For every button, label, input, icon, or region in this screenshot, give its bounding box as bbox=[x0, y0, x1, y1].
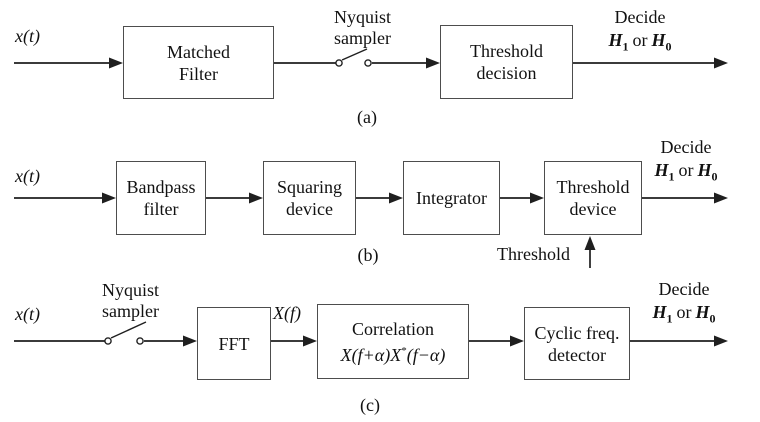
threshold-device-block: Threshold device bbox=[544, 161, 642, 235]
bandpass-filter-label-line2: filter bbox=[143, 199, 179, 219]
squaring-device-label-line1: Squaring bbox=[277, 177, 342, 197]
caption-b: (b) bbox=[357, 245, 379, 265]
a-h1-symbol: H bbox=[608, 30, 623, 50]
a-sampler-switch-contact-left bbox=[335, 59, 343, 67]
c-h1-subscript: 1 bbox=[666, 311, 673, 326]
correlation-formula-conjugate: * bbox=[401, 344, 407, 357]
threshold-device-label-line2: device bbox=[569, 199, 617, 219]
c-output-arrowhead bbox=[714, 335, 728, 347]
c-or-text: or bbox=[676, 302, 692, 322]
a-h1-subscript: 1 bbox=[622, 39, 629, 54]
c-sampler-switch-lever bbox=[110, 321, 147, 339]
c-h0-symbol: H bbox=[695, 302, 710, 322]
b-threshold-input-arrowhead bbox=[584, 236, 596, 250]
fft-block: FFT bbox=[197, 307, 271, 380]
a-sampler-switch-lever bbox=[341, 48, 368, 61]
threshold-decision-label-line2: decision bbox=[476, 63, 537, 83]
a-nyquist-sampler-label: Nyquist sampler bbox=[305, 7, 420, 49]
cyclic-freq-detector-block: Cyclic freq. detector bbox=[524, 307, 630, 380]
correlation-formula: X(f+α)X*(f−α) bbox=[341, 340, 446, 366]
b-input-signal-label: x(t) bbox=[15, 166, 40, 186]
a-decision-arrowhead bbox=[426, 57, 440, 69]
a-input-signal-label: x(t) bbox=[15, 26, 40, 46]
c-correlation-arrowhead bbox=[303, 335, 317, 347]
c-input-signal-label: x(t) bbox=[15, 304, 40, 324]
b-or-text: or bbox=[678, 160, 694, 180]
a-nyquist-sampler-label-line2: sampler bbox=[334, 28, 391, 48]
c-nyquist-sampler-label: Nyquist sampler bbox=[73, 280, 188, 322]
c-decide-word: Decide bbox=[658, 279, 710, 299]
squaring-device-block: Squaring device bbox=[263, 161, 356, 235]
bandpass-filter-block: Bandpass filter bbox=[116, 161, 206, 235]
threshold-decision-block: Threshold decision bbox=[440, 25, 573, 99]
correlation-formula-main: X(f+α)X bbox=[340, 344, 402, 365]
correlation-block: Correlation X(f+α)X*(f−α) bbox=[317, 304, 469, 379]
b-integrator-arrowhead bbox=[389, 192, 403, 204]
c-fft-arrowhead bbox=[183, 335, 197, 347]
a-h0-symbol: H bbox=[651, 30, 666, 50]
fft-label: FFT bbox=[218, 333, 250, 354]
c-cyclic-arrowhead bbox=[510, 335, 524, 347]
c-sampler-switch-contact-left bbox=[104, 337, 112, 345]
c-sampler-switch-contact-right bbox=[136, 337, 144, 345]
a-nyquist-sampler-label-line1: Nyquist bbox=[333, 7, 391, 27]
a-or-text: or bbox=[632, 30, 648, 50]
matched-filter-block: Matched Filter bbox=[123, 26, 274, 99]
integrator-label: Integrator bbox=[416, 188, 487, 208]
cyclic-freq-detector-label-line2: detector bbox=[548, 344, 606, 365]
threshold-decision-label-line1: Threshold bbox=[470, 41, 543, 61]
b-threshold-arrowhead bbox=[530, 192, 544, 204]
c-nyquist-sampler-label-line1: Nyquist bbox=[101, 280, 159, 300]
a-sampler-switch-contact-right bbox=[364, 59, 372, 67]
a-h0-subscript: 0 bbox=[665, 39, 672, 54]
b-threshold-input-label: Threshold bbox=[497, 244, 570, 264]
b-input-arrowhead bbox=[102, 192, 116, 204]
a-decide-word: Decide bbox=[614, 7, 666, 27]
caption-c: (c) bbox=[360, 395, 380, 415]
squaring-device-label-line2: device bbox=[286, 199, 333, 219]
c-nyquist-sampler-label-line2: sampler bbox=[102, 301, 159, 321]
bandpass-filter-label-line1: Bandpass bbox=[126, 177, 196, 197]
a-input-arrowhead bbox=[109, 57, 123, 69]
b-decide-word: Decide bbox=[660, 137, 712, 157]
c-h0-subscript: 0 bbox=[709, 311, 716, 326]
b-h0-symbol: H bbox=[697, 160, 712, 180]
b-squaring-arrowhead bbox=[249, 192, 263, 204]
b-h1-subscript: 1 bbox=[668, 169, 675, 184]
threshold-device-label-line1: Threshold bbox=[556, 177, 630, 197]
c-h1-symbol: H bbox=[652, 302, 667, 322]
caption-a: (a) bbox=[357, 107, 377, 127]
cyclic-freq-detector-label-line1: Cyclic freq. bbox=[534, 322, 620, 343]
b-output-arrowhead bbox=[714, 192, 728, 204]
a-output-arrowhead bbox=[714, 57, 728, 69]
b-h0-subscript: 0 bbox=[711, 169, 718, 184]
matched-filter-label-line2: Filter bbox=[179, 63, 218, 84]
b-h1-symbol: H bbox=[654, 160, 669, 180]
correlation-formula-rest: (f−α) bbox=[406, 344, 446, 365]
c-fft-output-label: X(f) bbox=[273, 303, 301, 323]
correlation-label-line1: Correlation bbox=[352, 318, 434, 339]
integrator-block: Integrator bbox=[403, 161, 500, 235]
matched-filter-label-line1: Matched bbox=[167, 41, 230, 62]
